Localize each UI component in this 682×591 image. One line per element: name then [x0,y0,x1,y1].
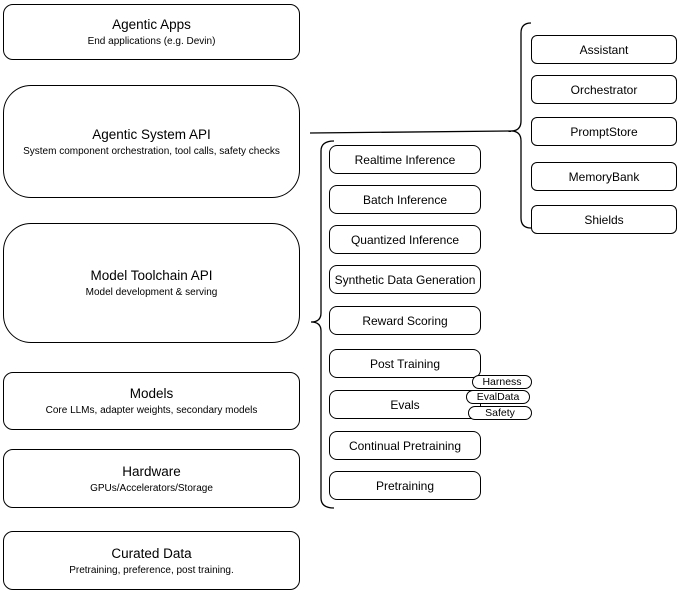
system-api-connector-line [309,130,512,134]
box-title: Agentic Apps [112,17,191,32]
box-subtitle: End applications (e.g. Devin) [87,36,216,47]
box-pretraining[interactable]: Pretraining [329,471,481,500]
box-subtitle: Model development & serving [85,287,218,298]
pill-safety[interactable]: Safety [468,406,532,420]
box-subtitle: Pretraining, preference, post training. [69,564,234,576]
pill-label: EvalData [476,391,520,403]
box-models[interactable]: Models Core LLMs, adapter weights, secon… [3,372,300,430]
box-label: Pretraining [375,478,435,493]
box-title: Agentic System API [92,126,211,142]
box-memorybank[interactable]: MemoryBank [531,162,677,191]
box-subtitle: GPUs/Accelerators/Storage [90,482,213,494]
box-continual-pretraining[interactable]: Continual Pretraining [329,431,481,460]
box-evals[interactable]: Evals [329,390,481,419]
box-reward-scoring[interactable]: Reward Scoring [329,306,481,335]
box-label: Realtime Inference [354,152,456,167]
box-agentic-system-api[interactable]: Agentic System API System component orch… [3,85,300,198]
box-hardware[interactable]: Hardware GPUs/Accelerators/Storage [3,449,300,508]
box-label: Reward Scoring [362,313,448,328]
box-label: Batch Inference [362,192,448,207]
pill-label: Harness [482,376,522,388]
box-label: MemoryBank [568,169,640,184]
box-shields[interactable]: Shields [531,205,677,234]
box-label: Quantized Inference [350,232,460,247]
box-post-training[interactable]: Post Training [329,349,481,378]
box-synthetic-data-generation[interactable]: Synthetic Data Generation [329,265,481,294]
box-title: Models [129,386,174,401]
system-components-brace [510,22,532,229]
box-label: Shields [584,212,624,227]
box-label: Continual Pretraining [348,438,462,453]
box-label: Synthetic Data Generation [334,272,476,287]
box-title: Model Toolchain API [90,268,213,283]
pill-evaldata[interactable]: EvalData [466,390,530,404]
box-label: PromptStore [570,124,638,139]
box-label: Post Training [369,356,441,371]
box-promptstore[interactable]: PromptStore [531,117,677,146]
box-model-toolchain-api[interactable]: Model Toolchain API Model development & … [3,223,300,343]
box-label: Orchestrator [570,82,638,97]
pill-label: Safety [485,407,515,419]
pill-harness[interactable]: Harness [472,375,532,389]
box-orchestrator[interactable]: Orchestrator [531,75,677,104]
box-agentic-apps[interactable]: Agentic Apps End applications (e.g. Devi… [3,4,300,60]
box-label: Evals [390,397,420,412]
box-batch-inference[interactable]: Batch Inference [329,185,481,214]
box-subtitle: Core LLMs, adapter weights, secondary mo… [45,405,258,416]
box-realtime-inference[interactable]: Realtime Inference [329,145,481,174]
box-quantized-inference[interactable]: Quantized Inference [329,225,481,254]
box-assistant[interactable]: Assistant [531,35,677,64]
box-subtitle: System component orchestration, tool cal… [23,145,280,157]
box-label: Assistant [579,42,629,57]
box-title: Hardware [122,463,181,479]
box-title: Curated Data [111,545,192,561]
box-curated-data[interactable]: Curated Data Pretraining, preference, po… [3,531,300,590]
